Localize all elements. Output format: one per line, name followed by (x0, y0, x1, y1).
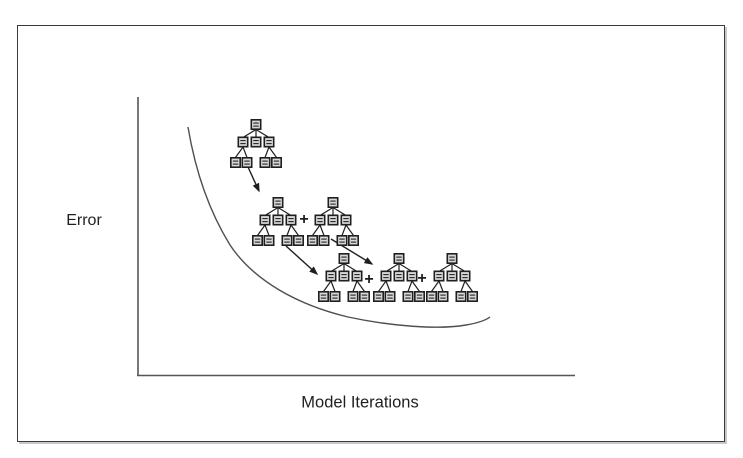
decision-tree-icon (307, 197, 359, 247)
decision-tree-icon (230, 119, 282, 169)
x-axis-label: Model Iterations (301, 393, 419, 412)
decision-tree-icon (252, 197, 304, 247)
decision-tree-icon (426, 253, 478, 303)
plus-operator: + (417, 270, 427, 287)
decision-tree-icon (318, 253, 370, 303)
plus-operator: + (364, 271, 374, 288)
y-axis-label: Error (66, 212, 102, 229)
diagram-frame (17, 25, 725, 442)
plus-operator: + (299, 211, 309, 228)
